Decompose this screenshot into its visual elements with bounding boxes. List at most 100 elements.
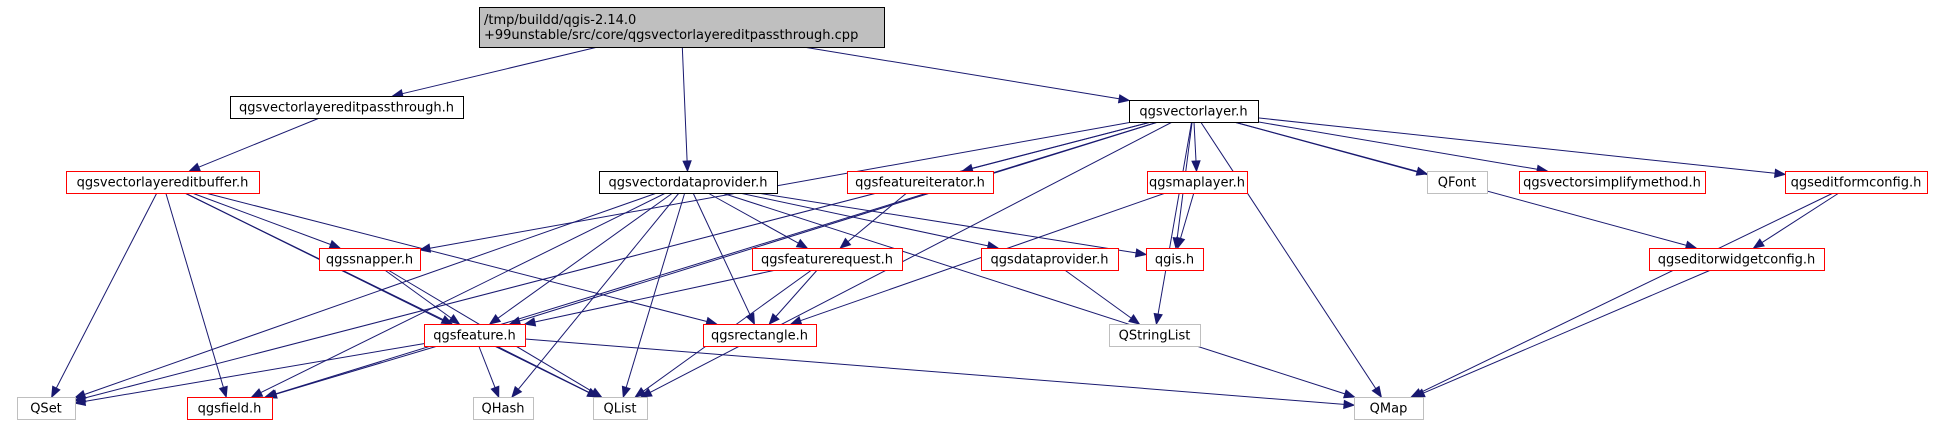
node-vectordataprovider-h[interactable]: qgsvectordataprovider.h [599,171,778,194]
edge-passthrough_h-to-editbuffer_h [188,117,320,172]
node-label: +99unstable/src/core/qgsvectorlayereditp… [484,28,858,43]
node-box [1129,100,1259,123]
node-featurerequest-h[interactable]: qgsfeaturerequest.h [752,248,903,271]
node-editbuffer-h[interactable]: qgsvectorlayereditbuffer.h [66,171,260,194]
edge-vectordataprovider_h-to-qgis_h [757,192,1148,258]
edge-line [497,192,673,319]
edge-line [625,192,686,388]
edge-arrowhead [1117,94,1131,104]
node-box [17,397,76,420]
node-editorwidgetconfig-h[interactable]: qgseditorwidgetconfig.h [1649,248,1825,271]
node-label: QHash [482,402,525,417]
node-box [1109,324,1201,347]
edge-vectorlayer_h-to-simplify_h [1257,121,1549,174]
node-root[interactable]: /tmp/buildd/qgis-2.14.0+99unstable/src/c… [479,7,885,48]
nodes-layer: /tmp/buildd/qgis-2.14.0+99unstable/src/c… [17,7,1928,420]
edge-line [707,192,799,244]
edge-line [260,192,666,394]
node-box [319,248,421,271]
node-box [1147,171,1248,194]
node-qgis-h[interactable]: qgis.h [1146,248,1204,271]
edge-arrowhead [1153,312,1163,326]
node-dataprovider-h[interactable]: qgsdataprovider.h [981,248,1119,271]
node-field-h[interactable]: qgsfield.h [187,397,273,420]
edge-vectordataprovider_h-to-qset [73,192,657,399]
node-label: qgis.h [1155,253,1194,268]
edge-root-to-vectordataprovider_h [681,46,692,173]
node-label: QFont [1438,176,1477,191]
edge-vectordataprovider_h-to-qlist [621,192,686,399]
node-box [599,171,778,194]
edge-arrowhead [745,312,755,326]
edge-line [184,192,590,394]
edge-editorwidgetconfig_h-to-qmap [1412,269,1711,398]
edge-line [191,192,331,245]
edge-arrowhead [768,313,780,326]
edge-root-to-vectorlayer_h [803,46,1131,104]
node-box [424,324,526,347]
edge-arrowhead [250,388,264,398]
node-qstringlist: QStringList [1109,324,1201,347]
node-box [187,397,273,420]
edge-vectordataprovider_h-to-dataprovider_h [739,192,1000,251]
edge-root-to-passthrough_h [391,46,598,99]
node-vectorlayer-h[interactable]: qgsvectorlayer.h [1129,100,1259,123]
edge-line [205,192,708,322]
node-box [1427,171,1488,194]
edge-feature_h-to-qlist [496,345,600,398]
edge-line [198,117,320,168]
edge-vectorlayer_h-to-qmap [1200,121,1383,399]
edge-vectordataprovider_h-to-qmap [721,192,1356,399]
node-label: /tmp/buildd/qgis-2.14.0 [484,13,636,28]
node-feature-h[interactable]: qgsfeature.h [424,324,526,347]
edge-editformconfig_h-to-editorwidgetconfig_h [1752,192,1840,249]
node-box [981,248,1119,271]
node-label: qgsvectorlayereditbuffer.h [77,176,249,191]
edge-editbuffer_h-to-qlist [184,192,599,398]
edge-vectordataprovider_h-to-qhash [511,192,680,399]
node-label: qgseditformconfig.h [1791,176,1922,191]
node-label: qgsfeature.h [433,329,516,344]
node-label: qgsdataprovider.h [991,253,1109,268]
node-label: QStringList [1119,329,1191,344]
node-simplify-h[interactable]: qgsvectorsimplifymethod.h [1519,171,1706,194]
node-rectangle-h[interactable]: qgsrectangle.h [703,324,817,347]
node-box [703,324,817,347]
edge-line [524,338,1345,405]
edge-line [757,192,1137,254]
edge-line [384,269,452,319]
node-label: qgssnapper.h [326,253,413,268]
edge-arrowhead [1134,248,1148,258]
edge-editbuffer_h-to-field_h [165,192,228,399]
edge-arrowhead [1774,168,1787,178]
edge-arrowhead [490,385,500,399]
node-label: QList [604,402,637,417]
node-box [593,397,648,420]
edge-arrowhead [1371,385,1383,399]
node-box [847,171,994,194]
edge-line [1420,192,1834,394]
edge-arrowhead [1343,389,1356,399]
node-box [1785,171,1928,194]
node-box [1519,171,1706,194]
node-snapper-h[interactable]: qgssnapper.h [319,248,421,271]
edge-feature_h-to-field_h [265,345,438,399]
edge-line [681,46,688,162]
edge-arrowhead [839,237,852,249]
edge-featurerequest_h-to-rectangle_h [768,269,818,326]
edge-arrowhead [218,385,228,399]
edge-vectordataprovider_h-to-rectangle_h [692,192,755,326]
node-qmap: QMap [1354,397,1424,420]
edge-arrowhead [1128,314,1141,325]
edge-line [803,46,1120,100]
node-label: qgseditorwidgetconfig.h [1658,253,1816,268]
edge-feature_h-to-qset [73,343,425,406]
edge-arrowhead [586,388,600,398]
edge-line [775,269,818,317]
node-passthrough-h[interactable]: qgsvectorlayereditpassthrough.h [230,96,464,119]
node-maplayer-h[interactable]: qgsmaplayer.h [1147,171,1248,194]
edge-line [84,192,657,395]
node-box [1354,397,1424,420]
node-featureiterator-h[interactable]: qgsfeatureiterator.h [847,171,994,194]
node-editformconfig-h[interactable]: qgseditformconfig.h [1785,171,1928,194]
